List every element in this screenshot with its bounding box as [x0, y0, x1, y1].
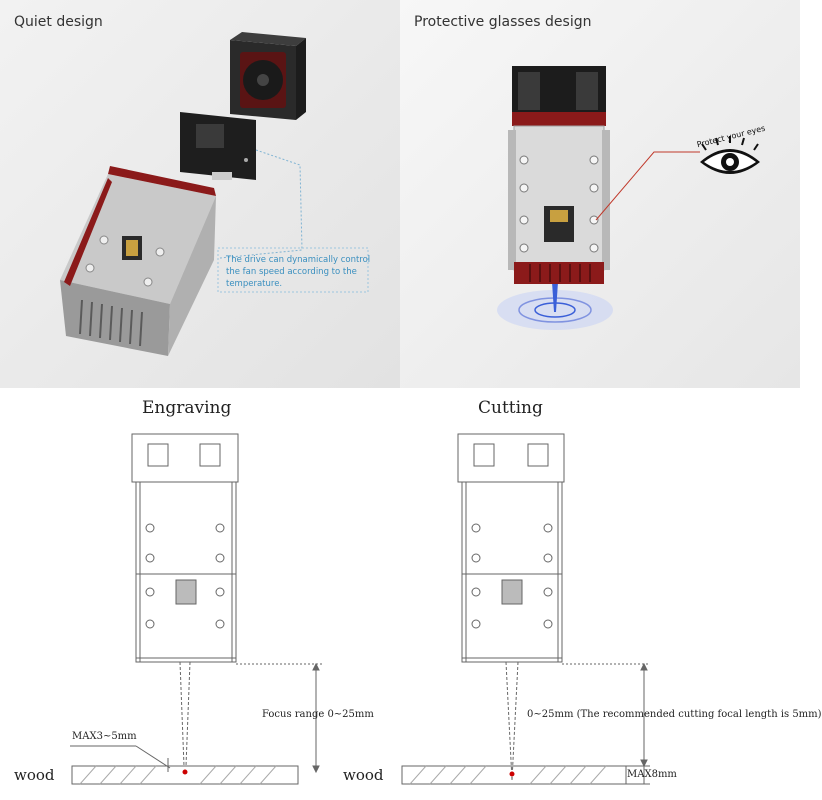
fan-control-callout: The drive can dynamically control the fa… — [226, 255, 371, 289]
laser-module-exploded-illustration — [60, 32, 369, 356]
cutting-title: Cutting — [478, 398, 543, 418]
engraving-title: Engraving — [142, 398, 232, 418]
cutting-module-drawing — [401, 433, 650, 785]
cutting-max-depth-label: MAX8mm — [627, 769, 677, 780]
protective-glasses-panel: Protective glasses design — [400, 0, 800, 388]
engraving-wood-label: wood — [14, 766, 55, 784]
laser-module-body-icon — [60, 166, 216, 356]
driver-board-icon — [180, 112, 256, 180]
cooling-fan-icon — [230, 32, 306, 120]
cutting-focus-label: 0~25mm (The recommended cutting focal le… — [527, 709, 822, 720]
focus-diagram-section: Engraving Cutting — [0, 388, 822, 800]
protective-glasses-title: Protective glasses design — [414, 14, 592, 30]
engraving-focus-range-label: Focus range 0~25mm — [262, 709, 374, 720]
laser-beam-icon — [552, 282, 558, 312]
module-body-icon — [508, 125, 610, 284]
quiet-design-title: Quiet design — [14, 14, 103, 30]
eye-icon — [700, 136, 760, 174]
quiet-design-panel: Quiet design — [0, 0, 400, 388]
focus-line-drawing — [70, 433, 650, 785]
cutting-wood-label: wood — [343, 766, 384, 784]
laser-module-front-illustration — [497, 66, 760, 330]
engraving-max-depth-label: MAX3~5mm — [72, 731, 137, 742]
engraving-module-drawing — [70, 433, 322, 785]
fan-housing-icon — [512, 66, 606, 126]
